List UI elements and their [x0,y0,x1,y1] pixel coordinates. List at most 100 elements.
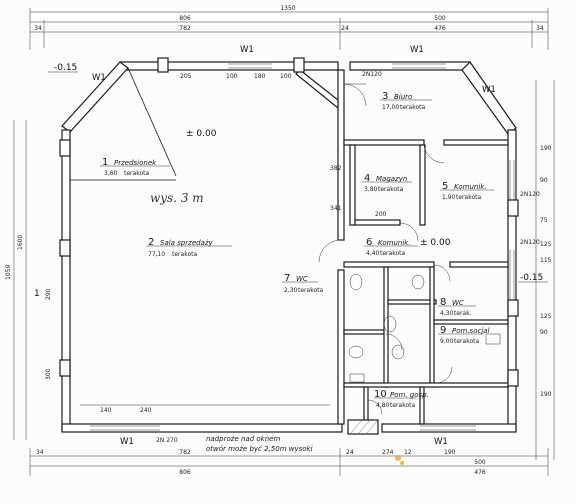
door-tag: 2N120 [520,191,540,198]
dim-label: 190 [444,449,456,456]
room-name: Pom.socjal [452,327,490,335]
dim-label: 24 [346,449,354,456]
room-area: 4,80 [376,402,390,409]
dim-label: 240 [140,407,152,414]
stain-mark [395,455,401,461]
room-number: 7 [284,273,290,284]
dim-label: 90 [540,329,548,336]
dim-label: 1600 [17,235,24,250]
room-10: 10 Pom. gosp. 4,80 terakota [374,389,429,409]
door-tag: 2N120 [362,71,382,78]
room-1: 1 Przedsionek 3,60 terakota [100,157,170,177]
room-name: Magazyn [376,175,407,183]
room-area: 4,30 [440,310,454,317]
room-number: 3 [382,91,388,102]
column-hatches [59,57,519,435]
room-area: 3,60 [104,170,118,177]
counter-icon [485,333,501,345]
room-5: 5 Komunik. 1,90 terakota [440,181,494,201]
dim-label: 300 [45,368,52,380]
room-floor: terakota [454,338,479,345]
dim-label: 100 [226,73,238,80]
room-3: 3 Biuro 17,00 terakota [380,91,432,111]
room-number: 10 [374,389,387,400]
door-tag: 2N120 [520,239,540,246]
top-dimensions: 1350 806 782 500 476 34 34 24 [29,5,549,50]
window-tag: W1 [240,45,254,55]
dim-left-a: 806 [179,15,191,22]
level-markers: ± 0.00 ± 0.00 -0.15 -0.15 [48,63,548,283]
dim-label: 34 [36,449,44,456]
room-number: 2 [148,237,154,248]
dim-left-b: 782 [179,25,191,32]
sink-icon [411,274,425,290]
dim-label: 500 [474,459,486,466]
room-7: 7 WC 2,30 terakota [282,273,323,294]
windows [90,63,515,431]
height-note: wys. 3 m [150,191,204,205]
room-number: 8 [440,297,446,308]
dim-label: 341 [330,205,342,212]
toilet-icon [391,344,405,360]
dim-label: 290 [45,288,52,300]
level-mid: ± 0.00 [420,238,451,248]
dim-label: 115 [540,257,552,264]
room-number: 9 [440,325,446,336]
opening-tags: W1 W1 W1 W1 W1 W1 2N120 2N120 2N120 2N 2… [92,45,540,447]
room-floor: terakota [172,251,197,258]
room-6: 6 Komunik. 4,40 terakota [364,237,418,257]
dim-label: 782 [179,449,191,456]
dim-label: 100 [280,73,292,80]
room-number: 5 [442,181,448,192]
room-name: WC [296,275,308,283]
dim-label: 125 [540,313,552,320]
door-tag: 2N 270 [156,437,178,444]
room-4: 4 Magazyn 3,80 terakota [362,173,412,193]
room-floor: terakota [390,402,415,409]
level-right: -0.15 [520,273,543,283]
room-floor: terakota [124,170,149,177]
bottom-dimensions: 782 806 500 476 34 24 12 190 274 [29,448,549,476]
dim-label: 382 [330,165,342,172]
dim-right-edge: 34 [536,25,544,32]
room-floor: terakota [378,186,403,193]
room-floor: terakota [456,194,481,201]
room-floor: terakota [380,250,405,257]
dim-label: 476 [474,469,486,476]
window-tag: W1 [120,437,134,447]
dim-left-edge: 34 [34,25,42,32]
window-tag: W1 [92,73,106,83]
room-area: 2,30 [284,287,298,294]
room-number: 1 [102,157,108,168]
level-left: -0.15 [54,63,77,73]
room-area: 1,90 [442,194,456,201]
dim-label: 90 [540,177,548,184]
room-8: 8 WC 4,30 terak. [438,297,476,317]
dim-label: 200 [375,211,387,218]
room-name: Biuro [394,93,412,101]
dim-total: 1350 [280,5,295,12]
dim-label: 12 [404,449,412,456]
room-2: 2 Sala sprzedaży 77,10 terakota [146,237,232,258]
dim-label: 140 [100,407,112,414]
interior-dimensions: 382 341 200 140 240 205 100 180 100 [80,73,387,414]
room-name: Pom. gosp. [390,391,429,399]
dim-mid-edge: 24 [341,25,349,32]
dim-label: 180 [254,73,266,80]
window-tag: W1 [410,45,424,55]
fixtures [348,273,501,383]
room-floor: terak. [454,310,472,317]
interior-walls [70,67,509,425]
doors [318,83,453,415]
room-floor: terakota [298,287,323,294]
room-floor: terakota [400,104,425,111]
room-area: 77,10 [148,251,165,258]
toilet-icon [383,315,397,333]
dim-label: 1059 [5,265,12,280]
room-area: 17,00 [382,104,399,111]
left-dimensions: 1059 1600 290 300 1 [5,120,52,440]
dim-right-a: 500 [434,15,446,22]
stain-mark [400,461,404,465]
notes: wys. 3 m nadproże nad oknem otwór może b… [150,191,313,453]
dim-label: 806 [179,469,191,476]
